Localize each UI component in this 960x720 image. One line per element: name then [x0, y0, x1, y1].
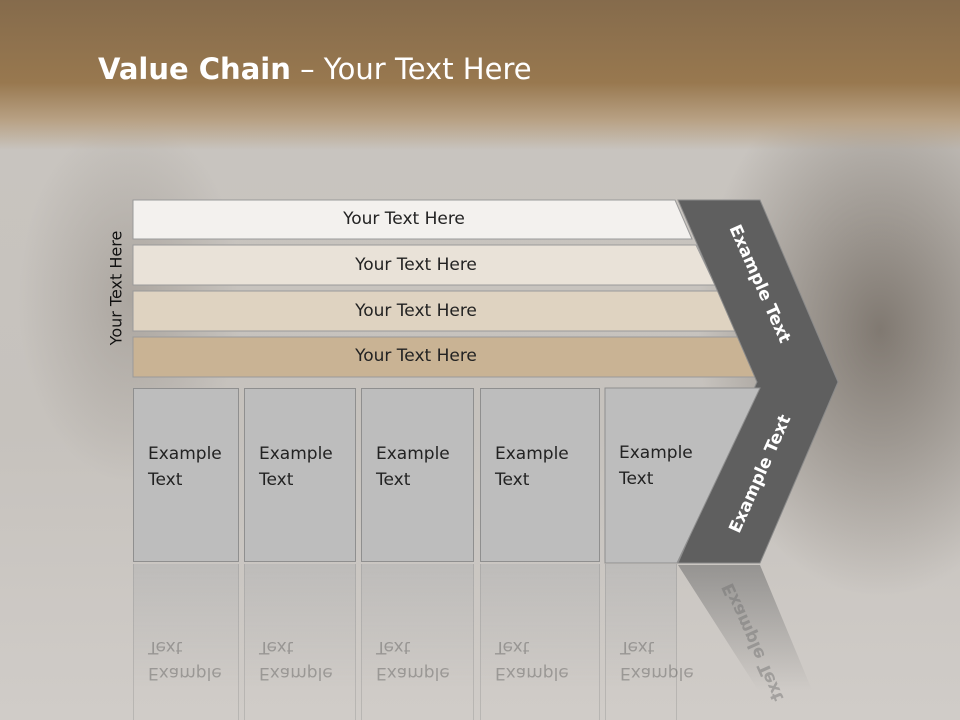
activity-cell-3[interactable]: Example Text: [361, 388, 474, 562]
band-3: Your Text Here: [133, 292, 699, 330]
cell-2-line1: Example: [259, 444, 333, 464]
activity-cell-4[interactable]: Example Text: [480, 388, 600, 562]
activity-cell-5[interactable]: Example Text: [605, 388, 715, 562]
cell-2-line2: Text: [259, 470, 294, 490]
cell-3-line2: Text: [376, 470, 411, 490]
band-4: Your Text Here: [133, 337, 699, 375]
band-1-label: Your Text Here: [343, 209, 465, 229]
band-2-label: Your Text Here: [355, 255, 477, 275]
activity-cell-2[interactable]: Example Text: [244, 388, 356, 562]
slide-title: Value Chain – Your Text Here: [98, 52, 532, 96]
cell-1-line1: Example: [148, 444, 222, 464]
cell-5-line1: Example: [619, 443, 693, 463]
band-1-shape[interactable]: [132, 199, 693, 240]
band-4-label: Your Text Here: [355, 346, 477, 366]
band-1: Your Text Here: [133, 200, 675, 238]
cell-4-line1: Example: [495, 444, 569, 464]
title-bar: [0, 0, 960, 150]
title-rest: – Your Text Here: [290, 52, 532, 86]
activity-cell-5-polygon[interactable]: [604, 387, 761, 564]
band-3-label: Your Text Here: [355, 301, 477, 321]
band-2: Your Text Here: [133, 246, 699, 284]
cell-3-line1: Example: [376, 444, 450, 464]
cell-4-line2: Text: [495, 470, 530, 490]
activity-cell-1[interactable]: Example Text: [133, 388, 239, 562]
title-bold: Value Chain: [98, 52, 291, 86]
cell-1-line2: Text: [148, 470, 183, 490]
cell-5-line2: Text: [619, 469, 654, 489]
chevron-reflection: [678, 565, 812, 690]
